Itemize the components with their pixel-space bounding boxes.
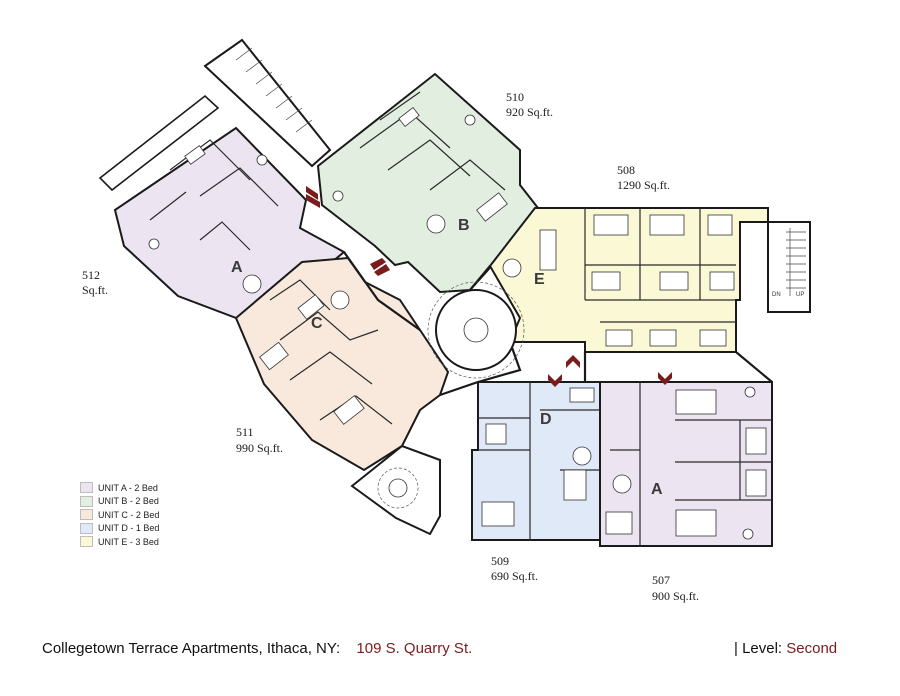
unit-letter-509: D [540,411,552,428]
building-name: Collegetown Terrace Apartments, Ithaca, … [42,640,341,657]
entry-arrow-511 [370,258,390,276]
unit-number-509: 509 [491,554,509,568]
level-prefix: | Level: [734,640,783,657]
legend-swatch [80,536,93,548]
level-indicator: | Level: Second [734,640,837,657]
legend-swatch [80,509,93,521]
unit-area-507: 900 Sq.ft. [652,589,699,603]
legend-swatch [80,522,93,534]
legend-swatch [80,482,93,493]
stair-treads [235,47,806,296]
unit-area-510: 920 Sq.ft. [506,105,553,119]
legend-swatch [80,495,93,507]
legend-item-unit-d: UNIT D - 1 Bed [80,522,159,535]
unit-number-511: 511 [236,425,254,439]
unit-number-508: 508 [617,163,635,177]
stair-down-label: DN [772,292,781,298]
unit-area-512: Sq.ft. [82,283,108,297]
entry-arrow-508 [566,355,580,368]
entry-arrow-507 [658,372,672,385]
unit-letter-507: A [651,481,663,498]
unit-number-512: 512 [82,268,100,282]
legend-label: UNIT C - 2 Bed [98,509,160,520]
legend-label: UNIT E - 3 Bed [98,536,159,547]
footer-caption: Collegetown Terrace Apartments, Ithaca, … [42,640,862,657]
entry-arrow-509 [548,374,562,387]
legend-label: UNIT D - 1 Bed [98,523,160,534]
unit-letter-508: E [534,271,545,288]
unit-area-511: 990 Sq.ft. [236,441,283,455]
unit-area-509: 690 Sq.ft. [491,569,538,583]
northwest-stair [203,38,332,168]
unit-507-area[interactable] [599,381,773,547]
unit-number-510: 510 [506,90,524,104]
legend-item-unit-b: UNIT B - 2 Bed [80,495,159,508]
legend-label: UNIT B - 2 Bed [98,496,159,507]
west-balcony [98,94,220,192]
legend-item-unit-a: UNIT A - 2 Bed [80,481,159,494]
stair-up-label: UP [796,292,804,298]
fixtures [148,106,767,540]
building-address: 109 S. Quarry St. [356,640,473,657]
corridor-outline [343,251,773,397]
unit-legend: UNIT A - 2 Bed UNIT B - 2 Bed UNIT C - 2… [80,481,159,549]
unit-letter-510: B [458,217,470,234]
unit-number-507: 507 [652,573,670,587]
legend-label: UNIT A - 2 Bed [98,482,158,493]
unit-letter-512: A [231,259,243,276]
level-value: Second [786,640,838,657]
entry-arrow-512 [306,186,320,208]
unit-letter-511: C [311,315,323,332]
legend-item-unit-c: UNIT C - 2 Bed [80,508,159,521]
interior-walls [149,91,772,546]
legend-item-unit-e: UNIT E - 3 Bed [80,535,159,548]
east-stair [767,221,811,313]
unit-area-508: 1290 Sq.ft. [617,178,670,192]
